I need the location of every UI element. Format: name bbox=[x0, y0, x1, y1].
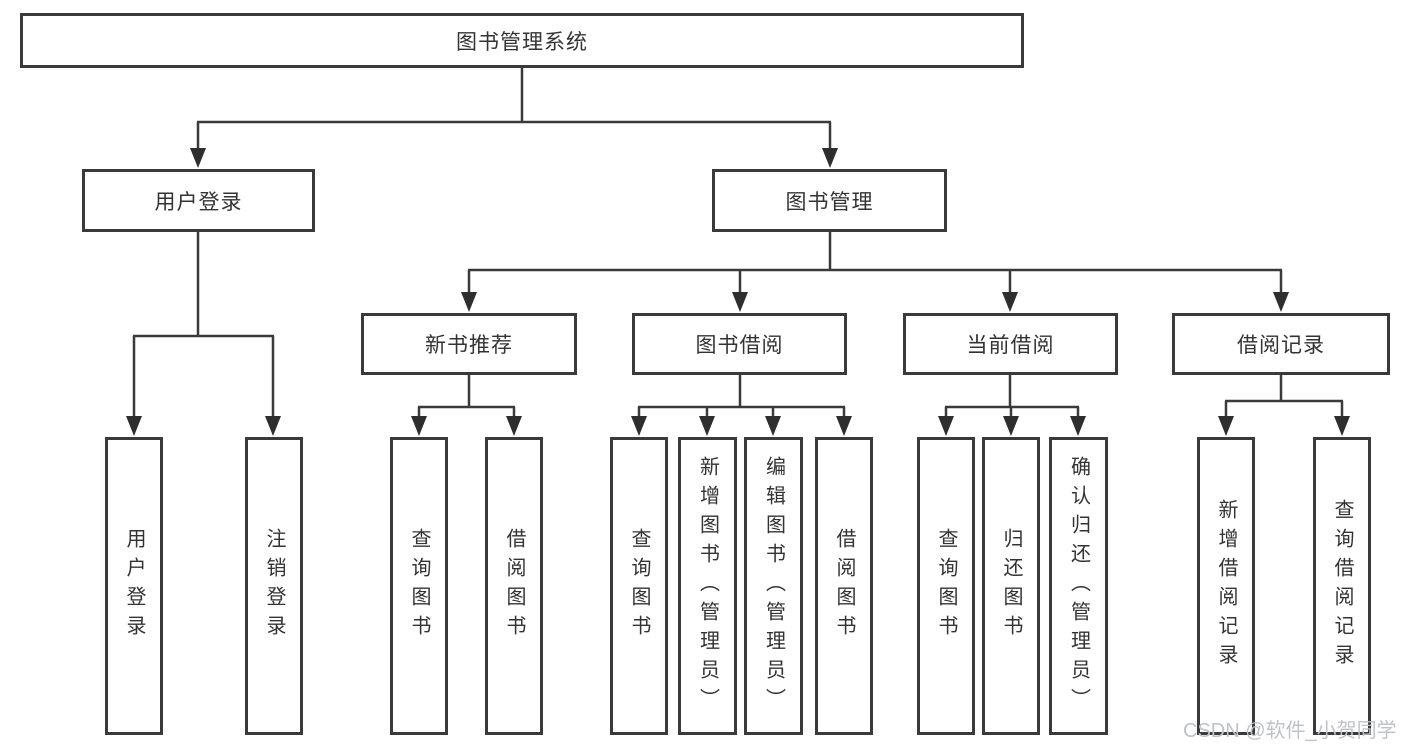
node-label: 借阅图书 bbox=[503, 528, 525, 644]
leaf-edit-books-admin: 编辑图书（管理员） bbox=[744, 437, 803, 735]
node-user-login: 用户登录 bbox=[82, 169, 315, 232]
leaf-query-books-2: 查询图书 bbox=[610, 437, 668, 735]
leaf-borrow-books-1: 借阅图书 bbox=[485, 437, 543, 735]
node-label: 图书管理系统 bbox=[456, 30, 588, 54]
leaf-add-borrow-record: 新增借阅记录 bbox=[1197, 437, 1255, 735]
node-book-borrow: 图书借阅 bbox=[632, 313, 847, 375]
leaf-add-books-admin: 新增图书（管理员） bbox=[678, 437, 737, 735]
node-label: 查询图书 bbox=[408, 528, 430, 644]
node-label: 图书管理 bbox=[785, 190, 874, 214]
node-label: 注销登录 bbox=[263, 528, 285, 644]
node-book-management: 图书管理 bbox=[712, 169, 947, 232]
node-new-book-recommend: 新书推荐 bbox=[361, 313, 577, 375]
leaf-borrow-books-2: 借阅图书 bbox=[815, 437, 873, 735]
leaf-query-books-3: 查询图书 bbox=[917, 437, 975, 735]
leaf-confirm-return-admin: 确认归还（管理员） bbox=[1049, 437, 1108, 735]
node-label: 用户登录 bbox=[154, 190, 243, 214]
node-label: 图书借阅 bbox=[695, 334, 784, 357]
leaf-return-books: 归还图书 bbox=[982, 437, 1040, 735]
node-label: 新增借阅记录 bbox=[1215, 499, 1237, 673]
node-label: 新书推荐 bbox=[425, 334, 513, 357]
leaf-query-books-1: 查询图书 bbox=[390, 437, 448, 735]
node-label: 用户登录 bbox=[123, 528, 145, 644]
node-label: 归还图书 bbox=[1000, 528, 1022, 644]
node-label: 当前借阅 bbox=[966, 334, 1055, 357]
node-label: 借阅记录 bbox=[1237, 334, 1325, 357]
node-label: 借阅图书 bbox=[833, 528, 855, 644]
arrowhead-icons bbox=[126, 148, 1350, 436]
leaf-user-login: 用户登录 bbox=[105, 437, 163, 735]
node-label: 查询图书 bbox=[628, 528, 650, 644]
node-label: 查询图书 bbox=[935, 528, 957, 644]
leaf-query-borrow-record: 查询借阅记录 bbox=[1313, 437, 1371, 735]
node-label: 查询借阅记录 bbox=[1331, 499, 1353, 673]
node-current-borrow: 当前借阅 bbox=[903, 313, 1118, 375]
leaf-logout: 注销登录 bbox=[245, 437, 303, 735]
csdn-watermark: CSDN @软件_小贺同学 bbox=[1183, 720, 1397, 742]
node-label: 编辑图书（管理员） bbox=[762, 455, 785, 717]
node-root-system: 图书管理系统 bbox=[20, 13, 1024, 68]
node-borrow-records: 借阅记录 bbox=[1172, 313, 1390, 375]
node-label: 确认归还（管理员） bbox=[1067, 455, 1090, 717]
node-label: 新增图书（管理员） bbox=[696, 455, 719, 717]
